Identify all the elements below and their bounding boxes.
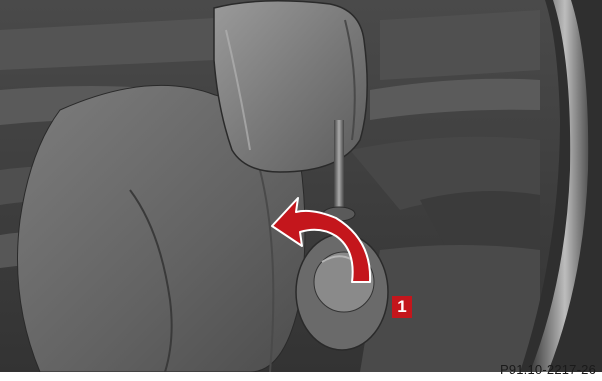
callout-label: 1	[392, 296, 412, 318]
car-seat-headrest-drawing	[0, 0, 602, 372]
figure-code: P91.10-2217-26	[500, 362, 596, 377]
